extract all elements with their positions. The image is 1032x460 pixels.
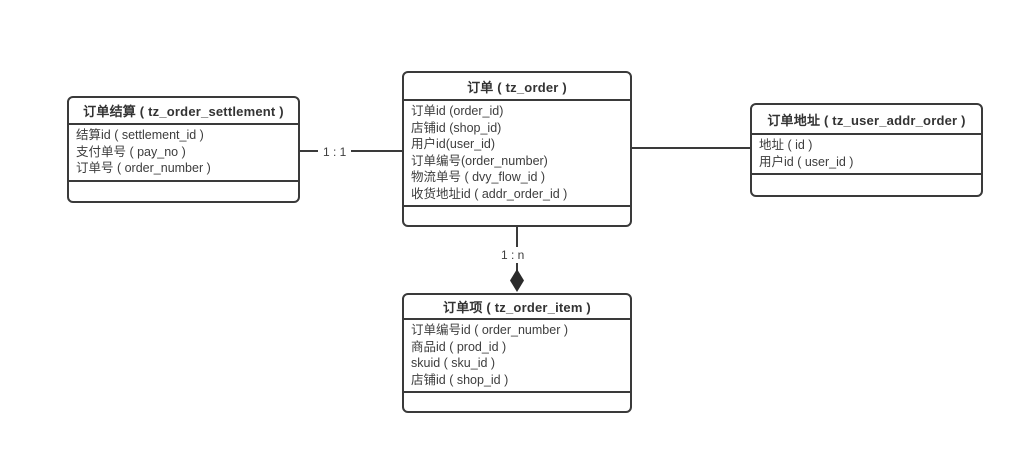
entity-field: 订单号 ( order_number ) — [76, 161, 211, 175]
entity-empty-compartment — [404, 207, 630, 225]
entity-tz-order-item: 订单项 ( tz_order_item ) 订单编号id ( order_num… — [402, 293, 632, 413]
entity-title: 订单地址 ( tz_user_addr_order ) — [752, 105, 981, 135]
entity-field: 商品id ( prod_id ) — [411, 339, 507, 354]
entity-field: 收货地址id ( addr_order_id ) — [411, 186, 568, 201]
connector-label-one-to-one: 1 : 1 — [318, 144, 352, 160]
entity-field: 支付单号 ( pay_no ) — [76, 144, 186, 159]
entity-fields: 地址 ( id ) 用户id ( user_id ) — [752, 135, 981, 175]
entity-field: 店铺id ( shop_id ) — [411, 372, 509, 387]
connector-label-one-to-n: 1 : n — [496, 247, 530, 263]
entity-field: 订单id (order_id) — [411, 104, 504, 118]
entity-title: 订单结算 ( tz_order_settlement ) — [69, 98, 298, 125]
entity-field: 物流单号 ( dvy_flow_id ) — [411, 170, 546, 184]
entity-tz-user-addr-order: 订单地址 ( tz_user_addr_order ) 地址 ( id ) 用户… — [750, 103, 983, 197]
entity-fields: 订单编号id ( order_number ) 商品id ( prod_id )… — [404, 320, 630, 393]
entity-field: skuid ( sku_id ) — [411, 356, 496, 370]
entity-field: 地址 ( id ) — [759, 138, 813, 152]
entity-field: 用户id ( user_id ) — [759, 154, 854, 169]
entity-empty-compartment — [404, 393, 630, 411]
entity-field: 结算id ( settlement_id ) — [76, 128, 204, 142]
entity-fields: 结算id ( settlement_id ) 支付单号 ( pay_no ) 订… — [69, 125, 298, 182]
connector-order-addr — [632, 147, 750, 149]
entity-field: 店铺id (shop_id) — [411, 120, 502, 135]
entity-fields: 订单id (order_id) 店铺id (shop_id) 用户id(user… — [404, 101, 630, 207]
entity-field: 订单编号(order_number) — [411, 153, 548, 168]
filled-diamond-arrow-icon — [510, 269, 524, 292]
entity-title: 订单项 ( tz_order_item ) — [404, 295, 630, 320]
entity-field: 用户id(user_id) — [411, 137, 496, 151]
entity-field: 订单编号id ( order_number ) — [411, 323, 568, 337]
entity-tz-order-settlement: 订单结算 ( tz_order_settlement ) 结算id ( sett… — [67, 96, 300, 203]
entity-empty-compartment — [752, 175, 981, 195]
entity-tz-order: 订单 ( tz_order ) 订单id (order_id) 店铺id (sh… — [402, 71, 632, 227]
entity-empty-compartment — [69, 182, 298, 202]
entity-title: 订单 ( tz_order ) — [404, 73, 630, 101]
